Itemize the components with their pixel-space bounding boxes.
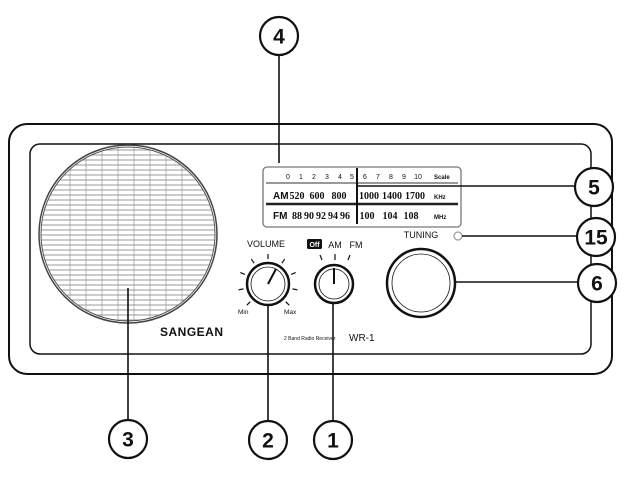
- callout-15: 15: [575, 216, 617, 258]
- fm-frequency: 104: [383, 211, 398, 222]
- band-selector-control: Off AM FM: [307, 239, 363, 305]
- am-position-label: AM: [328, 240, 342, 250]
- scale-number: 5: [350, 174, 354, 181]
- am-unit: KHz: [434, 195, 446, 201]
- off-badge: [307, 239, 322, 249]
- volume-knob[interactable]: [245, 261, 291, 307]
- fm-frequency: 94: [328, 211, 338, 222]
- model-description: 2 Band Radio Receiver: [284, 336, 336, 342]
- fm-frequency: 100: [360, 211, 375, 222]
- volume-min-label: Min: [238, 309, 249, 316]
- svg-text:3: 3: [122, 429, 134, 452]
- scale-number: 8: [389, 174, 393, 181]
- am-band-label: AM: [273, 191, 289, 202]
- power-indicator-led: [453, 231, 463, 241]
- callout-3: 3: [107, 418, 149, 460]
- off-label: Off: [309, 242, 320, 249]
- svg-text:6: 6: [591, 273, 603, 296]
- am-frequency: 520: [290, 191, 305, 202]
- svg-text:15: 15: [584, 227, 608, 250]
- am-frequency: 800: [332, 191, 347, 202]
- callout-2: 2: [247, 419, 289, 461]
- tuning-label: TUNING: [404, 230, 439, 240]
- dial-scale-numbers: 0 1 2 3 4 5 6 7 8 9 10 Scale: [286, 174, 450, 181]
- fm-frequency: 108: [404, 211, 419, 222]
- am-frequency: 1700: [405, 191, 425, 202]
- callout-1: 1: [312, 419, 354, 461]
- scale-number: 1: [299, 174, 303, 181]
- tuning-knob[interactable]: [385, 247, 457, 319]
- callout-4: 4: [258, 15, 300, 57]
- fm-frequency: 92: [316, 211, 326, 222]
- scale-number: 7: [376, 174, 380, 181]
- callout-5: 5: [573, 166, 615, 208]
- volume-control: VOLUME Min Max: [238, 239, 298, 316]
- svg-text:1: 1: [327, 430, 339, 453]
- scale-number: 9: [402, 174, 406, 181]
- am-band-row: AM 520 600 800 1000 1400 1700 KHz: [273, 191, 446, 202]
- svg-text:4: 4: [273, 26, 285, 49]
- tuning-control: TUNING: [385, 230, 457, 319]
- am-frequency: 600: [310, 191, 325, 202]
- scale-number: 10: [414, 174, 422, 181]
- scale-label: Scale: [434, 175, 450, 181]
- model-name: WR-1: [349, 333, 375, 344]
- callout-6: 6: [576, 262, 618, 304]
- band-selector-knob[interactable]: [313, 263, 355, 305]
- tuning-dial-window: 0 1 2 3 4 5 6 7 8 9 10 Scale AM 520 600 …: [262, 166, 462, 228]
- scale-number: 6: [363, 174, 367, 181]
- fm-position-label: FM: [350, 240, 363, 250]
- scale-number: 4: [338, 174, 342, 181]
- fm-unit: MHz: [434, 215, 446, 221]
- brand-name: SANGEAN: [160, 325, 224, 339]
- am-frequency: 1400: [382, 191, 402, 202]
- volume-max-label: Max: [284, 309, 297, 316]
- scale-number: 2: [312, 174, 316, 181]
- fm-frequency: 88: [292, 211, 302, 222]
- fm-band-label: FM: [273, 211, 287, 222]
- svg-text:2: 2: [262, 430, 274, 453]
- fm-band-row: FM 88 90 92 94 96 100 104 108 MHz: [273, 211, 446, 222]
- scale-number: 3: [325, 174, 329, 181]
- fm-frequency: 90: [304, 211, 314, 222]
- fm-frequency: 96: [340, 211, 350, 222]
- svg-text:5: 5: [588, 177, 600, 200]
- volume-label: VOLUME: [247, 239, 285, 249]
- am-frequency: 1000: [359, 191, 379, 202]
- scale-number: 0: [286, 174, 290, 181]
